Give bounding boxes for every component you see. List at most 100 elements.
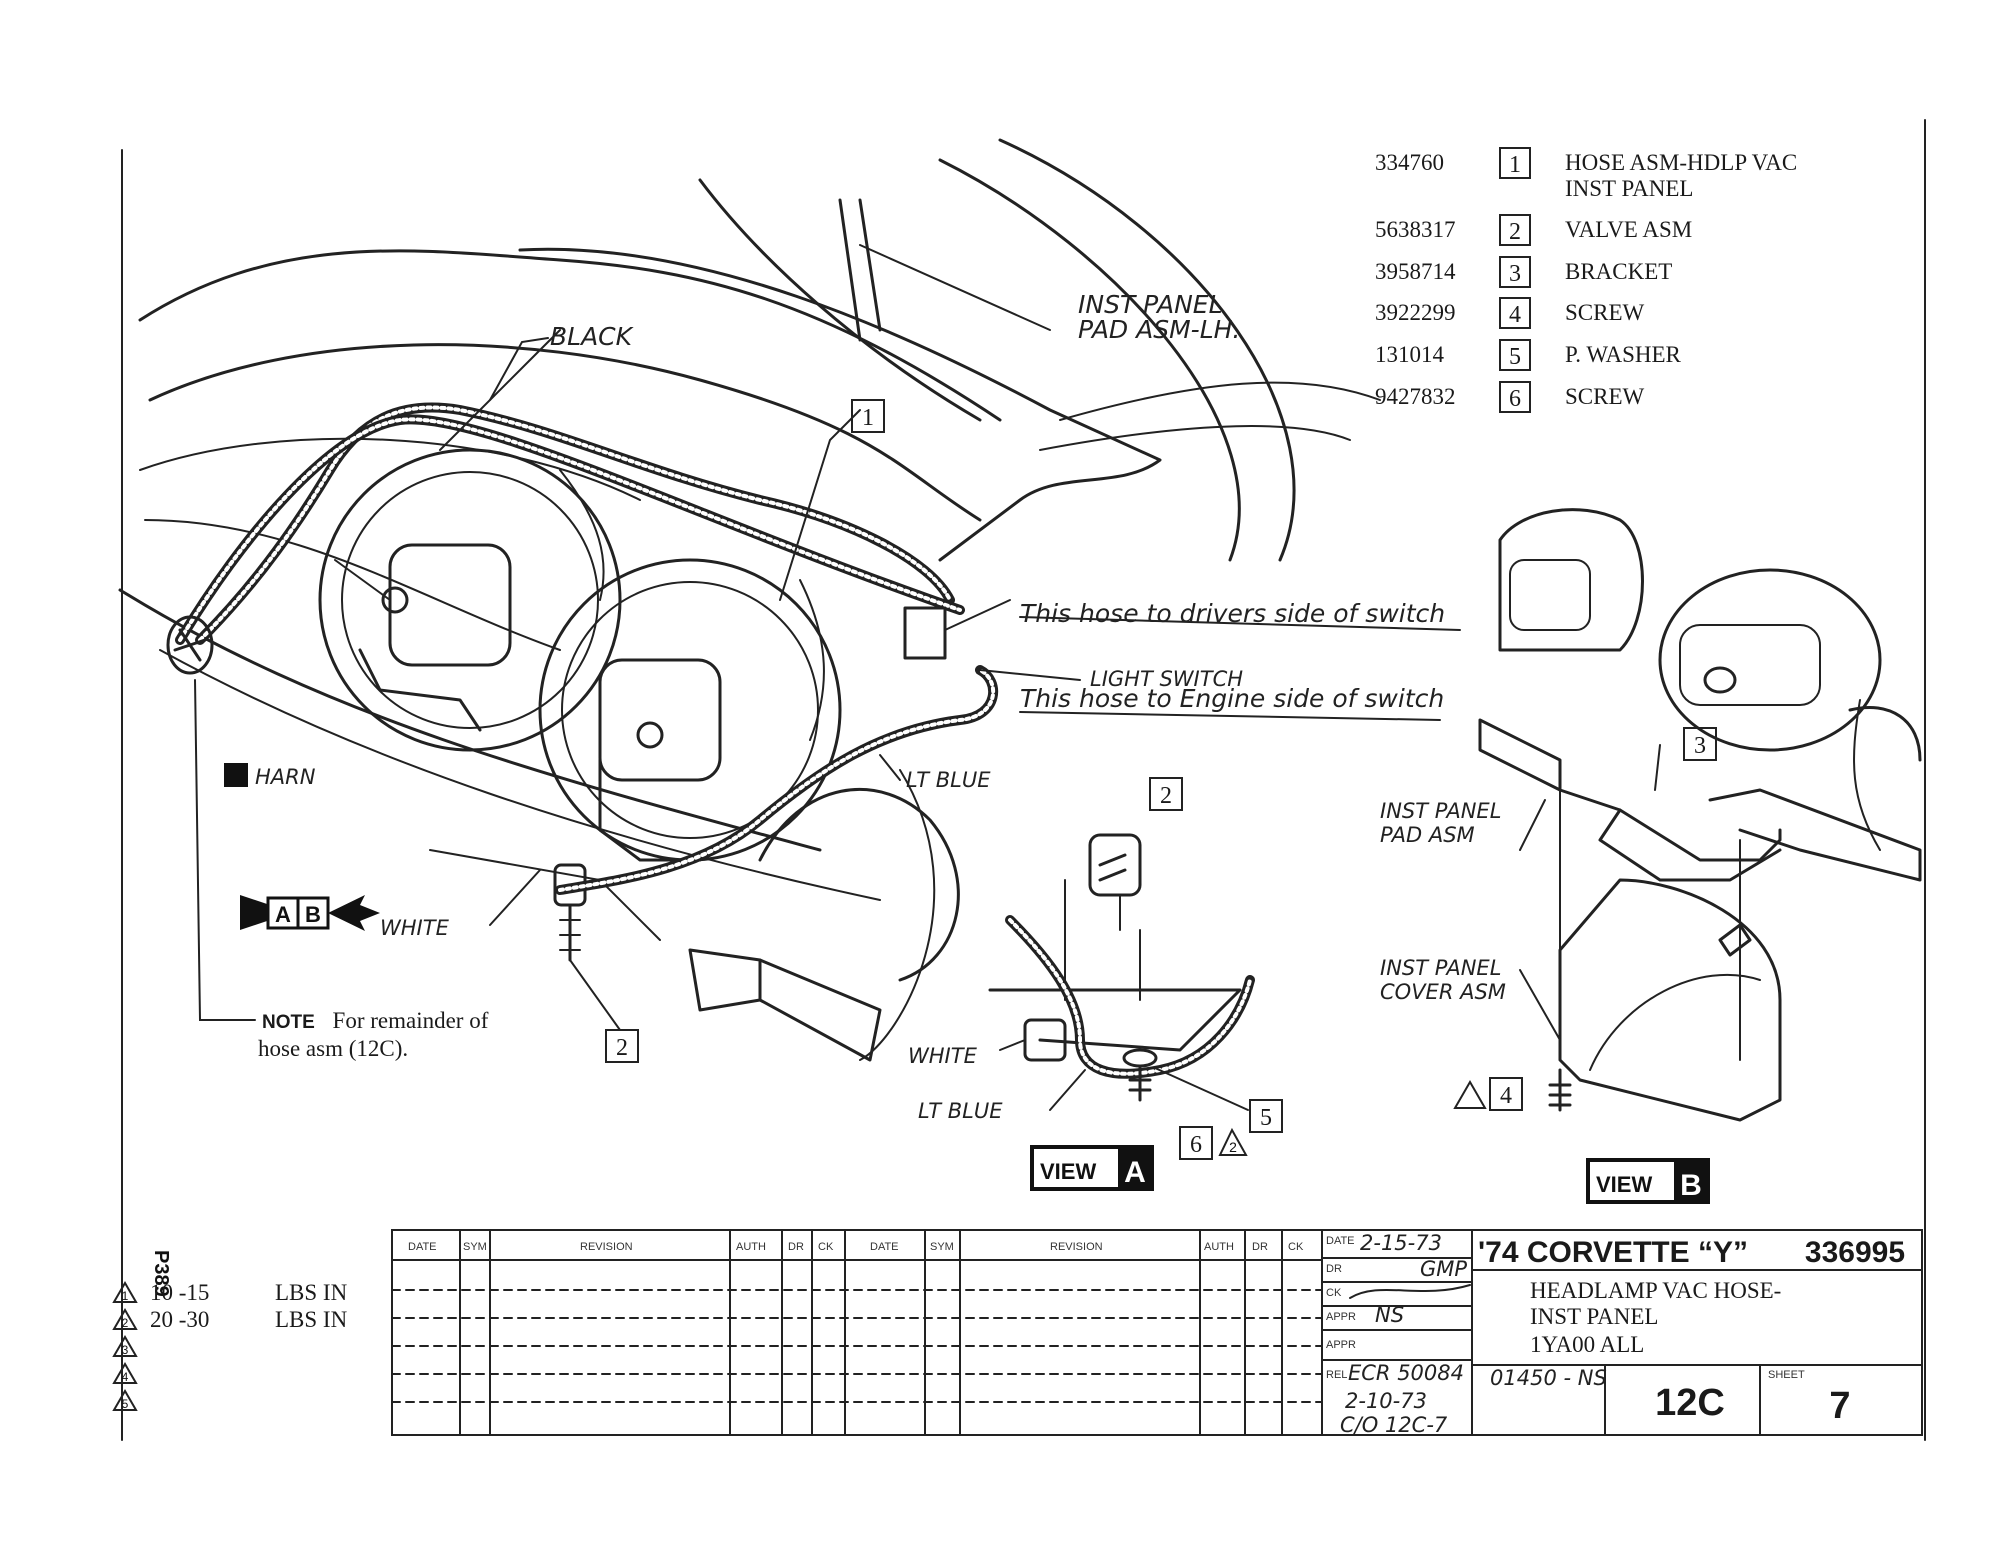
valve-asm [1088,833,1142,897]
callout-3-box [1683,727,1717,761]
drawing-number: 336995 [1805,1236,1905,1269]
release-code: 01450 - NS [1490,1366,1607,1390]
title-line-1: HEADLAMP VAC HOSE- [1530,1278,1781,1303]
torque-flag-1-icon [1453,1079,1487,1109]
torque-spec-1: 10 -15 [150,1280,209,1305]
group-number: 12C [1655,1382,1725,1424]
part-desc-3: BRACKET [1565,259,1672,284]
view-a-letter: A [1124,1156,1146,1189]
rev-header-date-1: DATE [408,1241,437,1253]
side-code: P389 [150,1250,172,1297]
part-ref-box-3 [1499,256,1531,288]
label-inst-panel-cover-1: INST PANEL [1380,956,1501,980]
callout-1-box [851,399,885,433]
torque-flag-4: 4 [122,1370,129,1384]
rel-date: 2-10-73 [1345,1389,1427,1413]
callout-2-view: 2 [1160,783,1172,809]
label-inst-panel-pad-lh-2: PAD ASM-LH. [1078,315,1240,344]
label-white: WHITE [380,916,450,940]
part-number-3: 3958714 [1375,259,1456,284]
label-lt-blue: LT BLUE [906,768,991,792]
title-line-3: 1YA00 ALL [1530,1332,1644,1357]
part-number-6: 9427832 [1375,384,1456,409]
view-a-illustration [988,833,1255,1111]
appr-label-1: APPR [1326,1311,1356,1323]
rev-header-date-2: DATE [870,1241,899,1253]
sheet-label: SHEET [1768,1369,1805,1381]
svg-text:2: 2 [1229,1139,1237,1155]
light-switch [903,606,947,660]
label-harn: HARN [255,765,316,789]
dr-value: GMP [1420,1257,1467,1281]
ref-a: A [275,902,291,927]
rev-header-ck-2: CK [1288,1241,1304,1253]
sheet-number: 7 [1829,1385,1850,1427]
label-light-switch: LIGHT SWITCH [1090,667,1243,691]
view-a-word: VIEW [1040,1159,1096,1184]
part-ref-box-5 [1499,339,1531,371]
torque-flag-5: 5 [122,1397,129,1411]
label-inst-panel-pad-2: PAD ASM [1380,823,1475,847]
callout-2-view-box [1149,777,1183,811]
callout-5-box [1249,1099,1283,1133]
harness-connector [166,615,214,675]
svg-text:2: 2 [122,1316,129,1330]
torque-unit-1: LBS IN [275,1280,348,1305]
rev-header-dr-2: DR [1252,1241,1268,1253]
torque-unit-2: LBS IN [275,1307,348,1332]
torque-specs: 1 10 -15 LBS IN 2 20 -30 LBS IN 3 4 5 [112,1280,348,1411]
torque-flag-3: 3 [122,1343,129,1357]
model-title: '74 CORVETTE “Y” [1478,1236,1748,1269]
note: NOTE For remainder of [262,1008,489,1033]
view-reference-tag: A B [240,895,380,931]
callout-1: 1 [862,405,874,431]
view-a-label: VIEW A [1030,1145,1154,1191]
title-block: DATE SYM REVISION AUTH DR CK DATE SYM RE… [391,1229,1923,1437]
svg-text:1: 1 [122,1289,129,1303]
label-lt-blue-view-a: LT BLUE [918,1099,1003,1123]
view-b-label: VIEW B [1586,1158,1710,1204]
title-line-2: INST PANEL [1530,1304,1658,1329]
date-label: DATE [1326,1235,1355,1247]
appr-label-2: APPR [1326,1339,1356,1351]
torque-spec-2: 20 -30 [150,1307,209,1332]
part-ref-2: 2 [1509,219,1521,245]
part-ref-1: 1 [1509,152,1521,178]
part-desc-4: SCREW [1565,300,1645,325]
callout-3: 3 [1694,733,1706,759]
part-ref-5: 5 [1509,344,1521,370]
appr-value: NS [1375,1303,1404,1327]
label-drivers-side: This hose to drivers side of switch [1020,599,1445,628]
view-b-illustration [1478,508,1922,1122]
note-text-2: hose asm (12C). [258,1036,408,1061]
label-engine-side: This hose to Engine side of switch [1020,684,1444,713]
rel-value: ECR 50084 [1348,1361,1464,1385]
part-desc-6: SCREW [1565,384,1645,409]
label-white-view-a: WHITE [908,1044,978,1068]
part-ref-box-4 [1499,297,1531,329]
rev-header-sym-2: SYM [930,1241,954,1253]
part-ref-box-6 [1499,381,1531,413]
callout-4: 4 [1500,1083,1512,1109]
part-desc-5: P. WASHER [1565,342,1682,367]
part-ref-3: 3 [1509,261,1521,287]
rev-header-revision-1: REVISION [580,1241,633,1253]
ref-b: B [305,902,321,927]
part-ref-4: 4 [1509,302,1521,328]
left-gauge [318,448,622,752]
label-inst-panel-pad-lh-1: INST PANEL [1078,290,1223,319]
part-number-1: 334760 [1375,150,1444,175]
label-inst-panel-cover-2: COVER ASM [1380,980,1506,1004]
rev-header-auth-2: AUTH [1204,1241,1234,1253]
dr-label: DR [1326,1263,1342,1275]
part-desc-1b: INST PANEL [1565,176,1693,201]
note-text: For remainder of [333,1008,489,1033]
part-number-4: 3922299 [1375,300,1456,325]
part-number-5: 131014 [1375,342,1445,367]
part-desc-2: VALVE ASM [1565,217,1692,242]
note-keyword: NOTE [262,1012,315,1033]
callout-6: 6 [1190,1132,1202,1158]
parts-list: 334760 1 HOSE ASM-HDLP VAC INST PANEL 56… [1375,147,1797,413]
label-black: BLACK [550,322,635,351]
